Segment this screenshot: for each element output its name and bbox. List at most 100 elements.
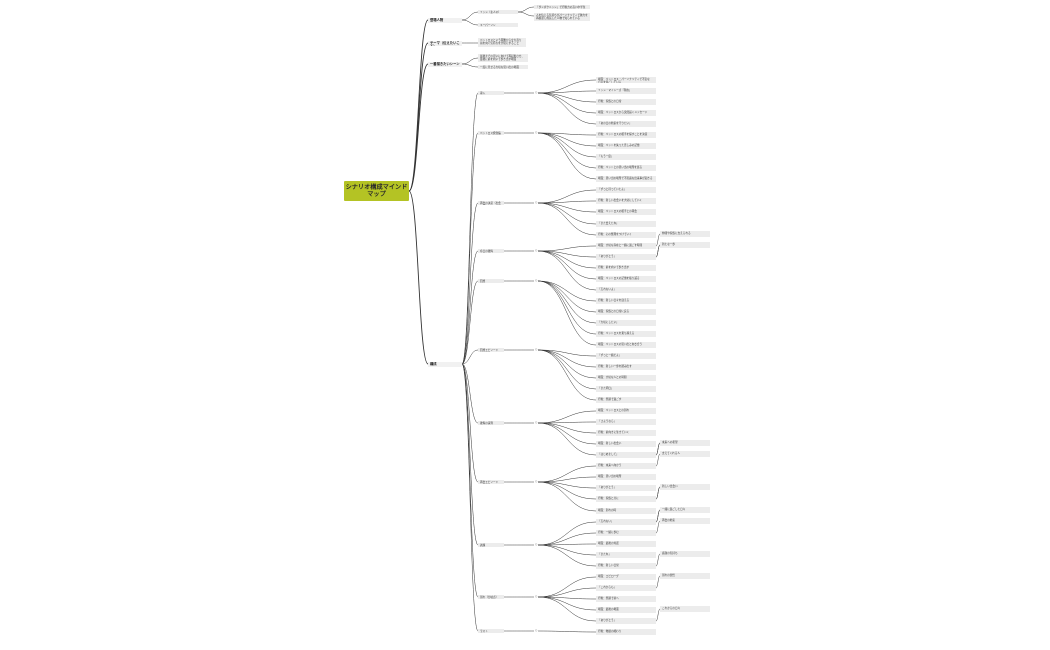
connector-line <box>537 90 597 94</box>
beat-node[interactable]: ミッシ・マイシーズ「現在」 <box>596 88 656 94</box>
beat-node[interactable]: 「もう一度」 <box>596 154 656 160</box>
structure-section[interactable]: 再会エピソード <box>478 480 504 484</box>
beat-node[interactable]: 「大切にしたい」 <box>596 320 656 326</box>
note-node[interactable]: 支えてくれる人 <box>660 451 710 457</box>
beat-node[interactable]: 行動：笑顔で過ごす <box>596 397 656 403</box>
connector-line <box>537 422 597 434</box>
structure-section[interactable]: 再会の決意（出会い編） <box>478 201 504 205</box>
character-item[interactable]: ミッシ（主人公） <box>478 10 518 14</box>
connector-line <box>537 421 597 424</box>
beat-node[interactable]: 場面：大切な存在と一緒に過ごす時間 <box>596 243 656 249</box>
structure-section[interactable]: 回想 <box>478 279 504 283</box>
connector-line <box>461 349 479 365</box>
beat-node[interactable]: 場面：大切な人との時間 <box>596 375 656 381</box>
connector-line <box>537 202 597 236</box>
beat-node[interactable]: 「また明日」 <box>596 386 656 392</box>
scene-item[interactable]: 最後までの思いに向けて再起動させ、最後に前を向いて歩き出す場面 <box>478 54 528 62</box>
beat-node[interactable]: 「ありがとう」 <box>596 618 656 624</box>
beat-node[interactable]: 行動：新しい日々を迎える <box>596 298 656 304</box>
note-node[interactable]: 再会の約束 <box>660 518 710 524</box>
theme-item[interactable]: ペットロスという困難から立ち直り前を向く気持ちを大切にすること <box>478 38 526 47</box>
beat-node[interactable]: 「あの日の約束を守りたい」 <box>596 121 656 127</box>
beat-node[interactable]: 「ありがとう」 <box>596 254 656 260</box>
connector-line <box>537 481 597 512</box>
beat-node[interactable]: 行動：新しい日常 <box>596 563 656 569</box>
sub-hub-icon: ○ <box>535 249 538 252</box>
branch-scenes[interactable]: 一番描きたいシーン <box>428 62 462 67</box>
beat-node[interactable]: 場面：エピローグ <box>596 574 656 580</box>
note-node[interactable]: 未来への希望 <box>660 440 710 446</box>
beat-node[interactable]: 「ありがとう」 <box>596 485 656 491</box>
beat-node[interactable]: 場面：ペットロスの思い出と向き合う <box>596 342 656 348</box>
branch-characters[interactable]: 登場人物 <box>428 18 462 23</box>
beat-node[interactable]: 場面：ペットを失った悲しみの記憶 <box>596 143 656 149</box>
structure-section[interactable]: 後悔の清算 <box>478 421 504 425</box>
connector-line <box>517 11 535 17</box>
beat-node[interactable]: 行動：笑顔で前へ <box>596 596 656 602</box>
note-node[interactable]: 新しい出会い <box>660 484 710 490</box>
beat-node[interactable]: 「ずっと一緒だよ」 <box>596 353 656 359</box>
beat-node[interactable]: 場面：ペットロスの記憶を振り返る <box>596 276 656 282</box>
connector-line <box>537 92 597 114</box>
note-node[interactable]: 新たな一歩 <box>660 242 710 248</box>
beat-node[interactable]: 「忘れないよ」 <box>596 287 656 293</box>
beat-node[interactable]: 「また会えたね」 <box>596 221 656 227</box>
beat-node[interactable]: 行動：物語の終わり <box>596 629 656 635</box>
beat-node[interactable]: 「さようなら」 <box>596 419 656 425</box>
beat-node[interactable]: 「またね」 <box>596 552 656 558</box>
beat-node[interactable]: 「ずっと待っていたよ」 <box>596 187 656 193</box>
beat-node[interactable]: 「これからも」 <box>596 585 656 591</box>
connector-line <box>461 63 479 68</box>
connector-line <box>537 576 597 598</box>
beat-node[interactable]: 行動：未来へ向かう <box>596 463 656 469</box>
beat-node[interactable]: 「忘れない」 <box>596 519 656 525</box>
beat-node[interactable]: 場面：ペットロスから突然届くメッセージ <box>596 110 656 116</box>
root-node[interactable]: シナリオ構成マインドマップ <box>344 181 409 201</box>
note-node[interactable]: 別れの覚悟 <box>660 573 710 579</box>
character-item[interactable]: キーパーソン <box>478 23 518 27</box>
beat-node[interactable]: 場面：新しい出会い <box>596 441 656 447</box>
structure-section[interactable]: ペットロス発覚編 <box>478 131 504 135</box>
structure-section[interactable]: 別れ（分岐点） <box>478 595 504 599</box>
scene-item[interactable]: 一度に見せる大切な思い出の場面 <box>478 65 528 69</box>
beat-node[interactable]: 場面：ペットロス・パーソナリティで不安な日々を過ごしている <box>596 77 656 83</box>
beat-node[interactable]: 行動：ペットロスを乗り越える <box>596 331 656 337</box>
connector-line <box>537 422 597 445</box>
beat-node[interactable]: 場面：別れの時 <box>596 508 656 514</box>
beat-node[interactable]: 行動：一緒に歩む <box>596 530 656 536</box>
beat-node[interactable]: 場面：思い出の場所 <box>596 474 656 480</box>
branch-theme[interactable]: テーマ（伝えたいこと） <box>428 41 462 46</box>
beat-node[interactable]: 行動：ペットとの思い出の場所を巡る <box>596 165 656 171</box>
beat-node[interactable]: 行動：新しい一歩を踏み出す <box>596 364 656 370</box>
structure-section[interactable]: ラスト <box>478 629 504 633</box>
character-detail[interactable]: 「ダンボクニッシ」で行動力の高い中学生 <box>534 5 590 9</box>
beat-node[interactable]: 「はじめまして」 <box>596 452 656 458</box>
beat-node[interactable]: 行動：前向きに生きていく <box>596 430 656 436</box>
connector-line <box>655 442 661 456</box>
beat-node[interactable]: 場面：最後の対話 <box>596 541 656 547</box>
beat-node[interactable]: 行動：前を向いて歩き出す <box>596 265 656 271</box>
connector-line <box>461 363 479 598</box>
branch-structure[interactable]: 構成 <box>428 362 462 367</box>
beat-node[interactable]: 行動：家族との日常 <box>596 99 656 105</box>
connector-line <box>537 280 597 313</box>
beat-node[interactable]: 場面：ペットロスの相手との再会 <box>596 209 656 215</box>
structure-section[interactable]: 命日の後悔 <box>478 249 504 253</box>
note-node[interactable]: 仲間や家族に支えられる <box>660 231 710 237</box>
note-node[interactable]: 感謝の気持ち <box>660 551 710 557</box>
beat-node[interactable]: 行動：心の整理をつけていく <box>596 232 656 238</box>
beat-node[interactable]: 行動：新しい出会いを大切にしていく <box>596 198 656 204</box>
beat-node[interactable]: 場面：家族との日常に戻る <box>596 309 656 315</box>
connector-line <box>537 349 597 379</box>
beat-node[interactable]: 場面：最後の場面 <box>596 607 656 613</box>
structure-section[interactable]: 導入 <box>478 91 504 95</box>
note-node[interactable]: 一緒に過ごした日々 <box>660 507 710 513</box>
beat-node[interactable]: 行動：ペットロスの相手を探すことを決意 <box>596 132 656 138</box>
beat-node[interactable]: 行動：家族と共に <box>596 496 656 502</box>
structure-section[interactable]: 回想エピソード <box>478 348 504 352</box>
note-node[interactable]: これからの日々 <box>660 606 710 612</box>
beat-node[interactable]: 場面：ペットロスとの別れ <box>596 408 656 414</box>
structure-section[interactable]: 試練 <box>478 543 504 547</box>
beat-node[interactable]: 場面：思い出の場所で不思議な出来事が起きる <box>596 176 656 182</box>
character-detail[interactable]: 人を信じる気持ちがパーソナリティで魅力を再確認し成長した人物で知られている <box>534 13 590 21</box>
